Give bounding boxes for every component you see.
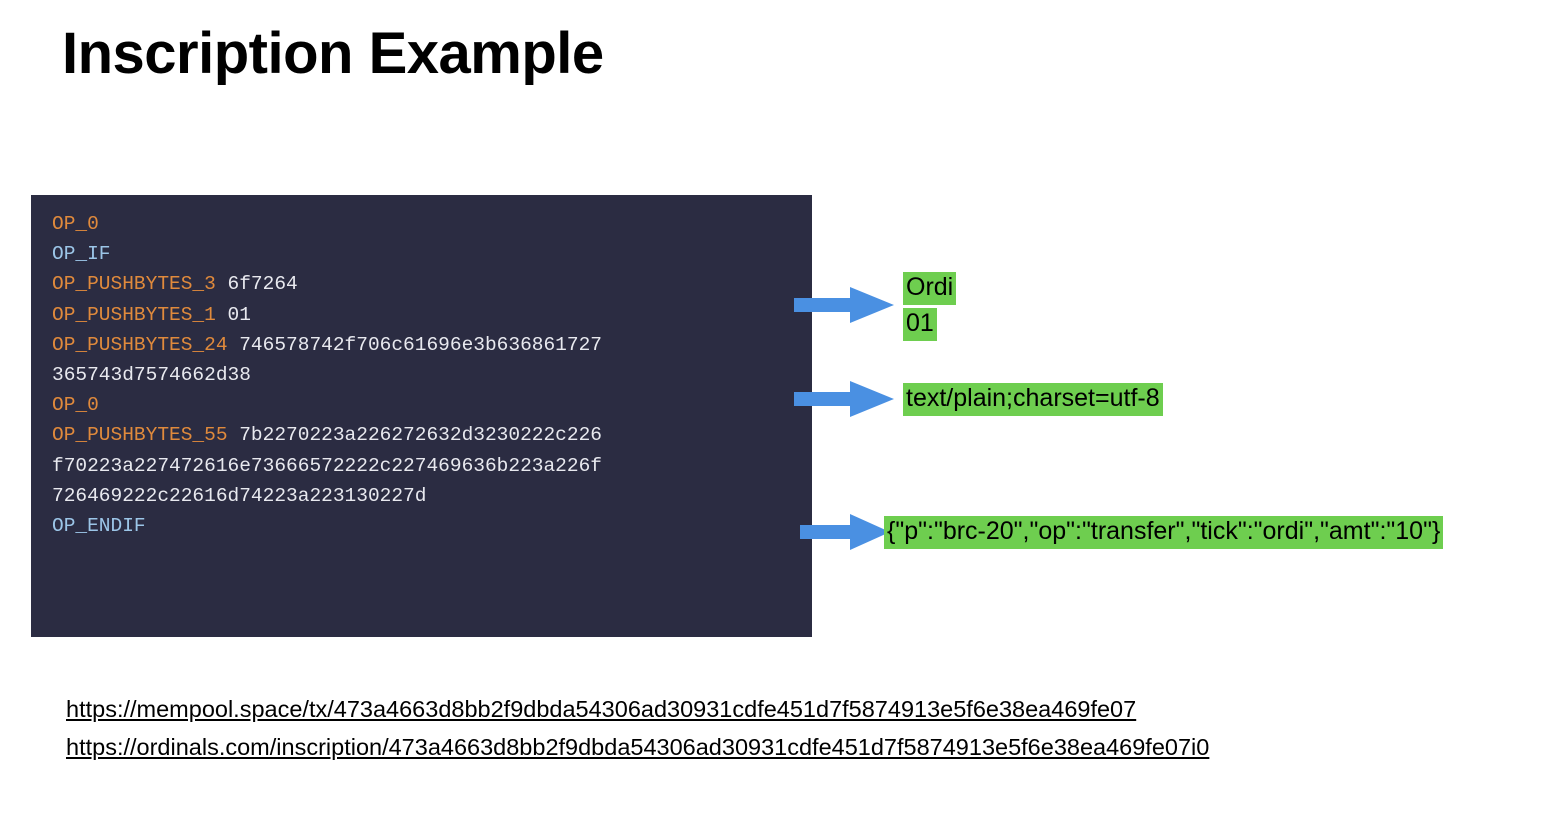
opcode-token: OP_PUSHBYTES_1: [52, 303, 216, 326]
code-line-continuation: 726469222c22616d74223a223130227d: [52, 481, 812, 511]
hex-data-token: 726469222c22616d74223a223130227d: [52, 484, 427, 507]
hex-data-token: 746578742f706c61696e3b636861727: [239, 333, 602, 356]
link-ordinals-inscription[interactable]: https://ordinals.com/inscription/473a466…: [66, 734, 1210, 760]
hex-data-token: 7b2270223a226272632d3230222c226: [239, 424, 602, 447]
hex-data-token: 365743d7574662d38: [52, 364, 251, 387]
code-line: OP_PUSHBYTES_1 01: [52, 300, 812, 330]
arrow-right-icon-payload: [800, 514, 890, 550]
page-title: Inscription Example: [62, 21, 604, 86]
callout-content-type: text/plain;charset=utf-8: [903, 383, 1163, 416]
opcode-token: OP_0: [52, 394, 99, 417]
code-line: OP_ENDIF: [52, 511, 812, 541]
opcode-token: OP_PUSHBYTES_24: [52, 333, 228, 356]
opcode-token: OP_ENDIF: [52, 515, 146, 538]
hex-data-token: f70223a227472616e73666572222c227469636b2…: [52, 454, 602, 477]
opcode-token: OP_0: [52, 213, 99, 235]
link-mempool-tx[interactable]: https://mempool.space/tx/473a4663d8bb2f9…: [66, 696, 1137, 722]
hex-data-token: 6f7264: [227, 273, 298, 296]
arrow-right-icon-mime: [794, 381, 894, 417]
code-line: OP_PUSHBYTES_24 746578742f706c61696e3b63…: [52, 330, 812, 360]
code-line: OP_PUSHBYTES_3 6f7264: [52, 269, 812, 299]
opcode-token: OP_IF: [52, 243, 111, 266]
code-line: OP_0: [52, 209, 812, 239]
opcode-token: OP_PUSHBYTES_55: [52, 424, 228, 447]
code-line-continuation: f70223a227472616e73666572222c227469636b2…: [52, 451, 812, 481]
callout-ordi: Ordi: [903, 272, 957, 305]
code-line: OP_PUSHBYTES_55 7b2270223a226272632d3230…: [52, 420, 812, 450]
arrow-right-icon-ordi: [794, 287, 894, 323]
hex-data-token: 01: [227, 303, 251, 326]
code-line-continuation: 365743d7574662d38: [52, 360, 812, 390]
code-line: OP_IF: [52, 239, 812, 269]
reference-links: https://mempool.space/tx/473a4663d8bb2f9…: [66, 690, 1209, 766]
bitcoin-script-code-block: OP_0 OP_IF OP_PUSHBYTES_3 6f7264 OP_PUSH…: [31, 195, 812, 637]
callout-brc20-payload: {"p":"brc-20","op":"transfer","tick":"or…: [884, 516, 1444, 549]
opcode-token: OP_PUSHBYTES_3: [52, 273, 216, 296]
code-line: OP_0: [52, 390, 812, 420]
callout-protocol-version: 01: [903, 308, 937, 341]
